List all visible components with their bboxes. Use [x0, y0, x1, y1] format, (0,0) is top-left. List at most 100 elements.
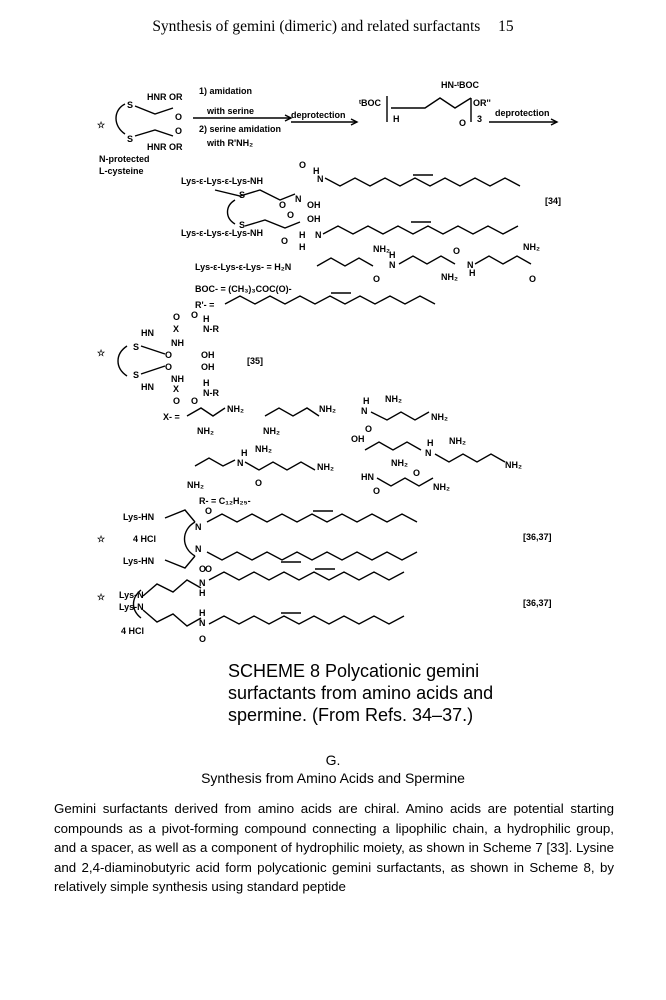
r-prime-chain	[224, 295, 436, 305]
lys-chain-bottom: Lys-ε-Lys-ε-Lys-NH	[181, 228, 263, 238]
spacer-bond-top	[214, 189, 296, 201]
h-atom: H	[363, 396, 370, 406]
nh-atom: NH	[171, 338, 184, 348]
nh2-label: NH₂	[391, 458, 408, 468]
oh-label: OH	[351, 434, 365, 444]
o-atom: O	[365, 424, 372, 434]
ref-34: [34]	[545, 196, 561, 206]
n-atom: N	[199, 578, 206, 588]
o-atom: O	[373, 274, 380, 284]
x-chain-6	[434, 453, 506, 463]
subscript-3: 3	[477, 114, 482, 124]
lysine-chain-1	[316, 257, 374, 267]
running-head: Synthesis of gemini (dimeric) and relate…	[0, 18, 666, 36]
oh-label: OH	[307, 214, 321, 224]
disulfide-bond-2	[117, 345, 128, 377]
running-title: Synthesis of gemini (dimeric) and relate…	[152, 18, 481, 35]
boc-left: ᵗBOC	[359, 98, 381, 108]
disulfide-bond	[226, 199, 236, 225]
n-atom: N	[195, 522, 202, 532]
h-atom: H	[199, 588, 206, 598]
n-atom: N	[389, 260, 396, 270]
o-atom: O	[173, 312, 180, 322]
section-label: G.	[325, 752, 341, 768]
h-atom: H	[393, 114, 400, 124]
oh-label: OH	[201, 362, 215, 372]
h-atom: H	[299, 230, 306, 240]
o-atom: O	[287, 210, 294, 220]
h-atom: H	[389, 250, 396, 260]
hn-atom: HN	[141, 328, 154, 338]
x-chain-3	[370, 411, 430, 421]
n-atom: N	[467, 260, 474, 270]
body-paragraph: Gemini surfactants derived from amino ac…	[54, 801, 614, 894]
hcl-label-2: 4 HCl	[121, 626, 144, 636]
hnr-or-bottom: HNR OR	[147, 142, 183, 152]
boc-definition: BOC- = (CH₃)₃COC(O)-	[195, 284, 292, 294]
o-atom: O	[165, 362, 172, 372]
o-atom: O	[529, 274, 536, 284]
s-atom: S	[133, 342, 139, 352]
x-chain-5	[364, 441, 422, 451]
oleyl-tail-5a	[208, 571, 405, 581]
x-atom: X	[173, 324, 179, 334]
nh2-label: NH₂	[187, 480, 204, 490]
h-atom: H	[299, 242, 306, 252]
o-atom: O	[205, 506, 212, 516]
hn-atom: HN	[141, 382, 154, 392]
h-atom: H	[199, 608, 206, 618]
step1b-label: with serine	[206, 106, 254, 116]
lys-definition: Lys-ε-Lys-ε-Lys- = H₂N	[195, 262, 291, 272]
x-chain-4	[194, 457, 316, 471]
oleyl-tail-bottom	[322, 225, 519, 235]
h-atom: H	[241, 448, 248, 458]
lys-n-top: Lys-N	[119, 590, 144, 600]
nh2-label: NH₂	[373, 244, 390, 254]
ref-36-37-a: [36,37]	[523, 532, 552, 542]
scheme-figure: ☆ S S HNR OR HNR OR O O 1) amidation wit…	[95, 78, 575, 648]
o-atom: O	[279, 200, 286, 210]
lys-hn-top: Lys-HN	[123, 512, 154, 522]
nh2-label: NH₂	[441, 272, 458, 282]
nh2-label: NH₂	[317, 462, 334, 472]
x-atom: X	[173, 384, 179, 394]
or-double-prime: OR''	[473, 98, 491, 108]
x-definition: X- =	[163, 412, 180, 422]
ref-36-37-b: [36,37]	[523, 598, 552, 608]
nh2-label: NH₂	[227, 404, 244, 414]
scheme-caption: SCHEME 8 Polycationic gemini surfactants…	[228, 661, 494, 725]
piperazine-ring-1	[183, 521, 196, 557]
spacer-bond-bottom	[244, 219, 301, 229]
nh2-label: NH₂	[431, 412, 448, 422]
x-chain-2	[264, 407, 320, 417]
nh2-label: NH₂	[523, 242, 540, 252]
step1-label: 1) amidation	[199, 86, 252, 96]
cysteine-ring-bond	[115, 103, 126, 135]
scheme-drawing: ☆ S S HNR OR HNR OR O O 1) amidation wit…	[97, 80, 561, 644]
h-atom: H	[469, 268, 476, 278]
spacer-bonds-2	[140, 345, 166, 375]
star-marker-2: ☆	[97, 348, 106, 358]
o-atom: O	[199, 634, 206, 644]
o-atom: O	[173, 396, 180, 406]
o-atom: O	[175, 112, 182, 122]
o-atom: O	[191, 396, 198, 406]
n-atom: N	[199, 618, 206, 628]
ref-35: [35]	[247, 356, 263, 366]
spermine-linker-2	[142, 579, 202, 627]
s-atom: S	[133, 370, 139, 380]
section-title: Synthesis from Amino Acids and Spermine	[201, 770, 465, 786]
reaction-arrow-head	[550, 118, 559, 126]
nh2-label: NH₂	[449, 436, 466, 446]
n-atom: N	[315, 230, 322, 240]
page-number: 15	[498, 18, 514, 35]
n-r: N-R	[203, 324, 219, 334]
s-atom: S	[127, 134, 133, 144]
oleyl-tail-4a	[206, 513, 418, 523]
r-definition: R- = C₁₂H₂₅-	[199, 496, 251, 506]
n-atom: N	[295, 194, 302, 204]
nh-atom: NH	[171, 374, 184, 384]
o-atom: O	[413, 468, 420, 478]
oh-label: OH	[201, 350, 215, 360]
s-atom: S	[127, 100, 133, 110]
